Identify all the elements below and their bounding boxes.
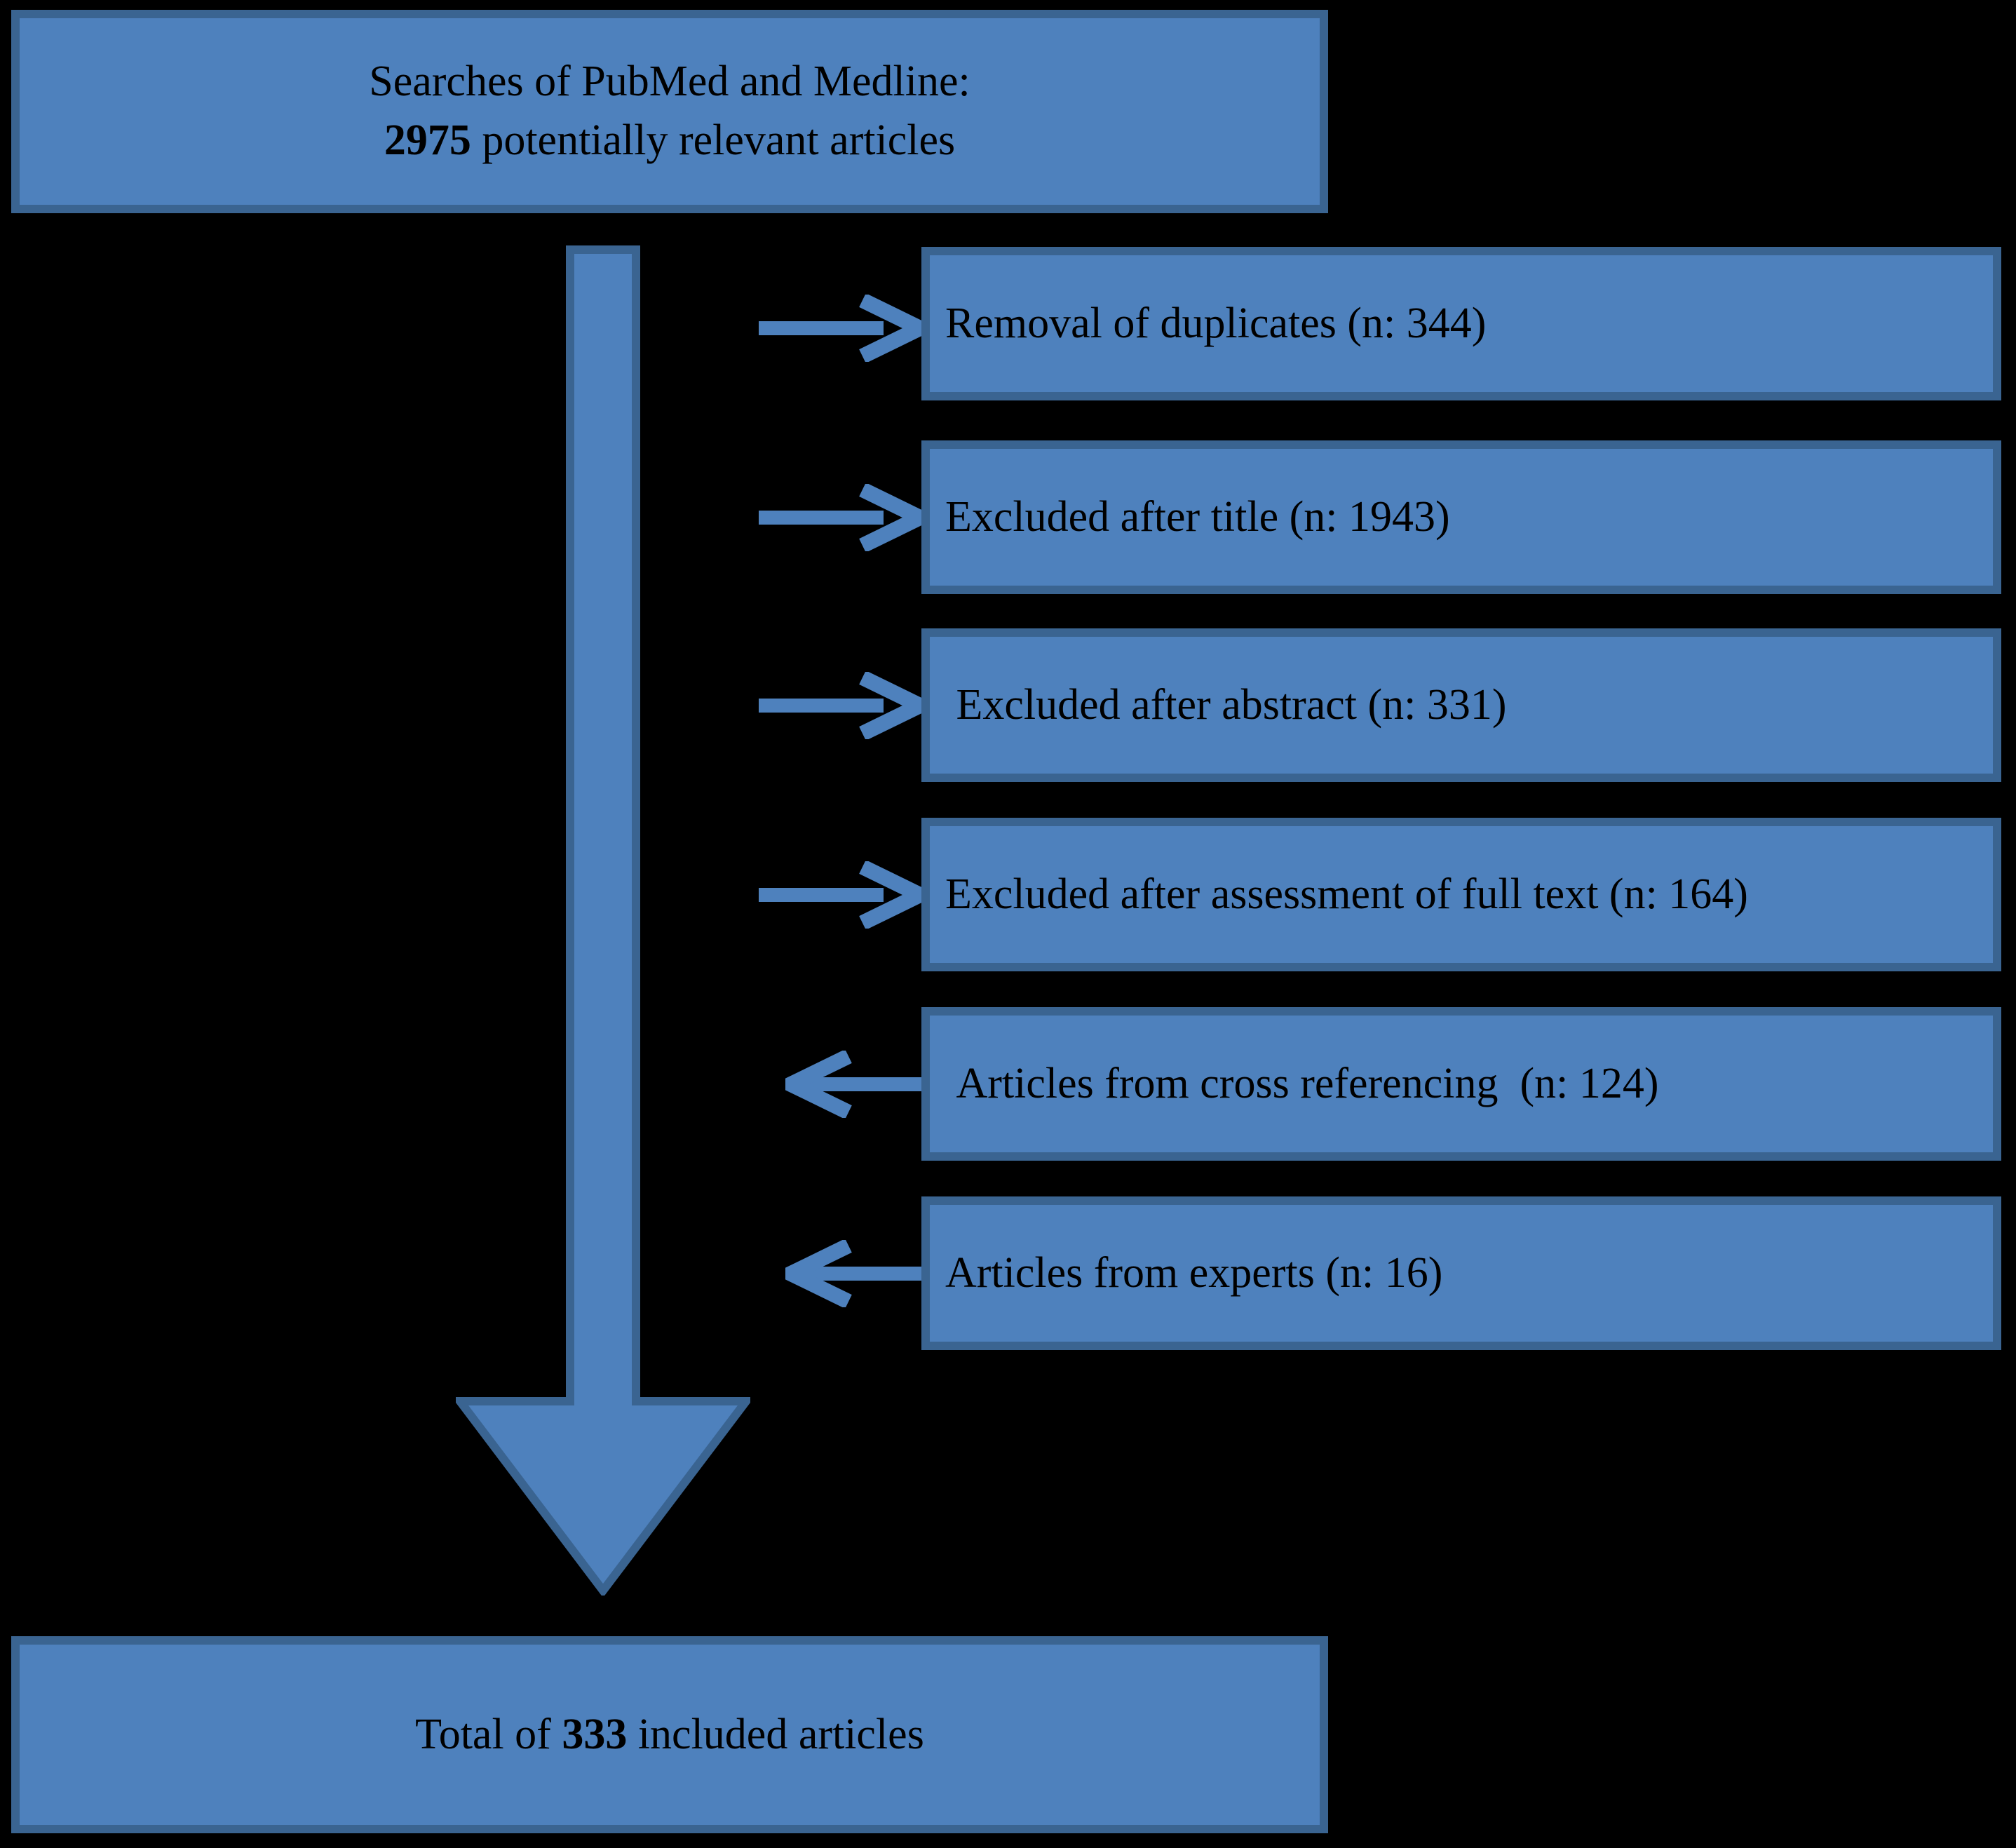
source-count: 2975	[384, 116, 471, 164]
connector-arrow-right-1	[759, 484, 924, 551]
source-box: Searches of PubMed and Medline: 2975 pot…	[11, 10, 1328, 213]
step-box-label: Excluded after abstract (n: 331)	[945, 680, 1507, 729]
connector-arrow-right-0	[759, 295, 924, 362]
main-flow-down-arrow	[451, 245, 755, 1598]
connector-arrow-right-3	[759, 861, 924, 929]
step-box-removal-of-duplicates: Removal of duplicates (n: 344)	[921, 247, 2001, 400]
step-box-label: Articles from cross referencing (n: 124)	[945, 1059, 1659, 1107]
step-box-articles-from-cross-referencing: Articles from cross referencing (n: 124)	[921, 1007, 2001, 1161]
step-box-label: Removal of duplicates (n: 344)	[945, 299, 1487, 347]
source-box-text: Searches of PubMed and Medline: 2975 pot…	[20, 53, 1320, 170]
total-included-text: Total of 333 included articles	[20, 1706, 1320, 1765]
total-prefix: Total of	[415, 1710, 562, 1758]
step-box-label: Excluded after title (n: 1943)	[945, 492, 1450, 541]
step-box-articles-from-experts: Articles from experts (n: 16)	[921, 1196, 2001, 1350]
total-included-box: Total of 333 included articles	[11, 1636, 1328, 1833]
step-box-label: Excluded after assessment of full text (…	[945, 870, 1748, 918]
step-box-label: Articles from experts (n: 16)	[945, 1248, 1443, 1297]
step-box-excluded-after-title: Excluded after title (n: 1943)	[921, 440, 2001, 594]
connector-arrow-right-2	[759, 672, 924, 739]
total-suffix: included articles	[627, 1710, 924, 1758]
total-count: 333	[562, 1710, 628, 1758]
connector-arrow-left-5	[785, 1240, 924, 1307]
step-box-excluded-after-full-text: Excluded after assessment of full text (…	[921, 818, 2001, 971]
step-box-excluded-after-abstract: Excluded after abstract (n: 331)	[921, 628, 2001, 782]
source-line-1: Searches of PubMed and Medline:	[369, 58, 970, 106]
connector-arrow-left-4	[785, 1051, 924, 1118]
source-line-2: potentially relevant articles	[471, 116, 956, 164]
